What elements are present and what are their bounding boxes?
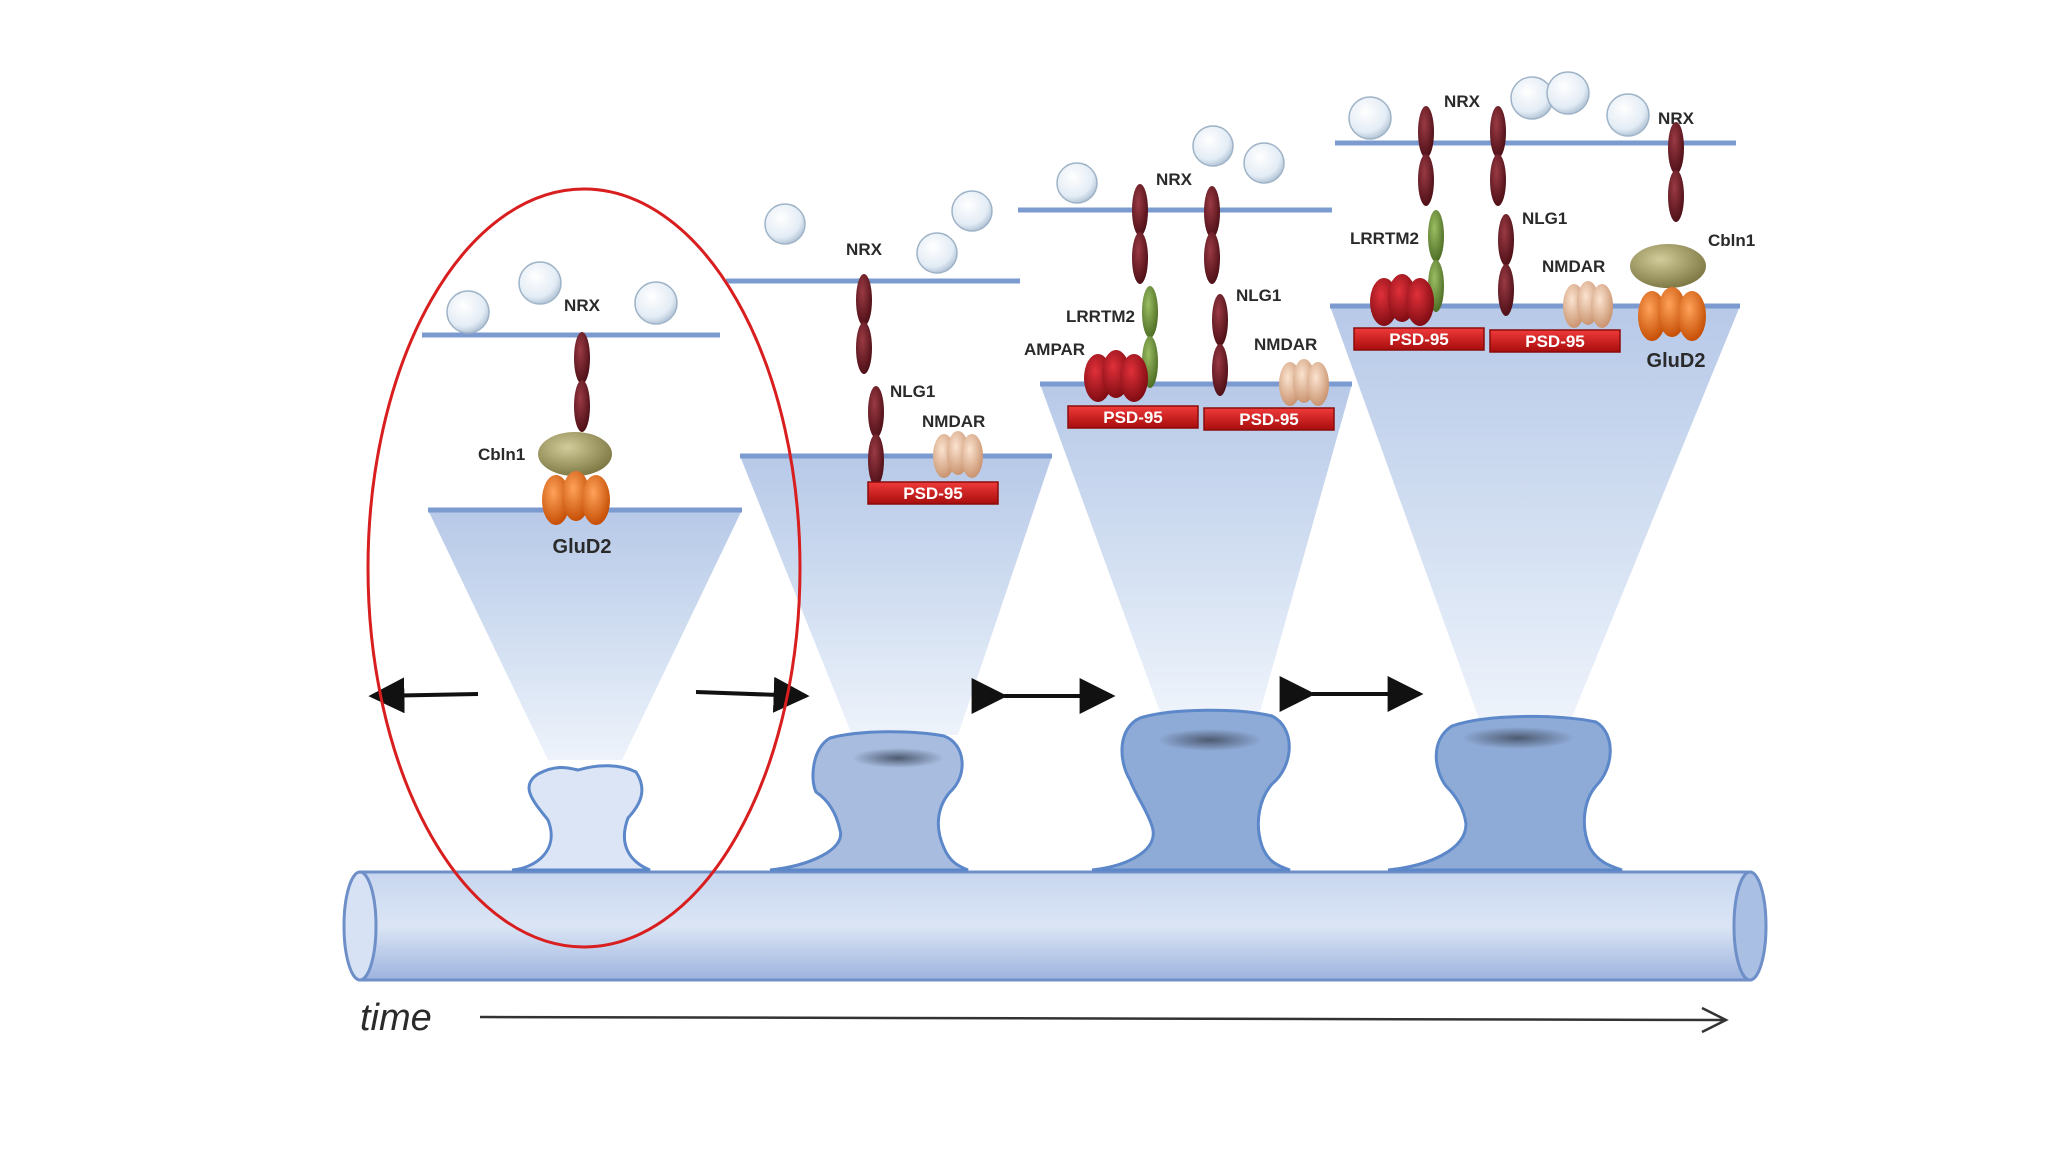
label-lrrtm2: LRRTM2	[1066, 307, 1135, 326]
label-nrx: NRX	[1156, 170, 1193, 189]
stage-2: PSD-95 NRX NLG1 NMDAR	[726, 190, 1052, 872]
vesicle	[518, 261, 562, 305]
label-ampar: AMPAR	[1024, 340, 1085, 359]
label-nmdar: NMDAR	[1542, 257, 1605, 276]
stage-3: PSD-95 PSD-95 NRX LRRTM2 AMPAR NLG1 NMDA…	[1018, 125, 1352, 872]
highlight-ellipse	[366, 187, 802, 949]
axon-tube	[342, 870, 1768, 982]
vesicle	[1192, 125, 1234, 167]
nrx-lrrtm2-complex	[1132, 184, 1158, 388]
vesicle	[1546, 71, 1590, 115]
label-cbln1: Cbln1	[1708, 231, 1755, 250]
psd-density	[1462, 727, 1574, 749]
stage-4: PSD-95 PSD-95 NRX NRX LRRTM2 NLG1 NMDAR …	[1330, 71, 1755, 872]
nrx-nlg1-complex	[856, 274, 884, 486]
ampar-protein	[1370, 274, 1434, 326]
vesicle	[446, 290, 490, 334]
label-psd95: PSD-95	[1239, 410, 1299, 429]
spine-head	[1091, 708, 1291, 872]
synaptic-cleft-cone	[1040, 384, 1352, 712]
label-cbln1: Cbln1	[478, 445, 525, 464]
spine-head	[1387, 714, 1623, 872]
label-glud2: GluD2	[1647, 350, 1706, 372]
label-nlg1: NLG1	[1236, 286, 1281, 305]
vesicle	[916, 232, 958, 274]
time-arrow	[479, 1015, 1727, 1022]
nmdar-protein	[1563, 281, 1613, 328]
vesicle	[634, 281, 678, 325]
vesicle	[1243, 142, 1285, 184]
synaptic-cleft-cone	[1330, 306, 1740, 722]
vesicle	[1348, 96, 1392, 140]
spine-head	[511, 764, 651, 872]
nrx-protein	[574, 332, 590, 432]
vesicle	[1606, 93, 1650, 137]
label-nmdar: NMDAR	[1254, 335, 1317, 354]
cbln1-protein	[1630, 244, 1706, 288]
nmdar-protein	[1279, 359, 1329, 406]
psd95-scaffold	[867, 481, 999, 505]
arrow-left-outward	[368, 677, 479, 714]
synaptic-cleft-cone	[428, 510, 742, 760]
time-axis: time	[360, 997, 1729, 1039]
label-psd95: PSD-95	[1103, 408, 1163, 427]
nrx-protein	[1668, 122, 1684, 222]
label-nrx: NRX	[846, 240, 883, 259]
label-nmdar: NMDAR	[922, 412, 985, 431]
label-glud2: GluD2	[553, 536, 612, 558]
synaptic-cleft-cone	[740, 456, 1052, 735]
psd95-scaffold	[1067, 405, 1199, 429]
time-arrow-head	[1701, 1006, 1729, 1034]
cbln1-protein	[538, 432, 612, 476]
vesicle	[1510, 76, 1554, 120]
glud2-protein	[1638, 287, 1706, 341]
label-nlg1: NLG1	[1522, 209, 1567, 228]
psd-density	[1158, 729, 1262, 751]
label-nlg1: NLG1	[890, 382, 935, 401]
nmdar-protein	[933, 431, 983, 478]
psd95-scaffold	[1489, 329, 1621, 353]
psd95-scaffold	[1203, 407, 1335, 431]
ampar-protein	[1084, 350, 1148, 402]
label-lrrtm2: LRRTM2	[1350, 229, 1419, 248]
stage-1: NRX Cbln1 GluD2	[422, 261, 742, 872]
nrx-nlg1-complex	[1204, 186, 1228, 396]
label-psd95: PSD-95	[1525, 332, 1585, 351]
vesicle	[764, 203, 806, 245]
psd95-scaffold	[1353, 327, 1485, 351]
vesicle	[951, 190, 993, 232]
glud2-protein	[542, 471, 610, 525]
label-nrx: NRX	[564, 296, 601, 315]
label-psd95: PSD-95	[1389, 330, 1449, 349]
nrx-nlg1-complex	[1490, 106, 1514, 316]
vesicle	[1056, 162, 1098, 204]
psd-density	[852, 748, 944, 768]
label-nrx: NRX	[1658, 109, 1695, 128]
time-label: time	[360, 997, 432, 1039]
nrx-lrrtm2-complex	[1418, 106, 1444, 312]
label-nrx: NRX	[1444, 92, 1481, 111]
label-psd95: PSD-95	[903, 484, 963, 503]
